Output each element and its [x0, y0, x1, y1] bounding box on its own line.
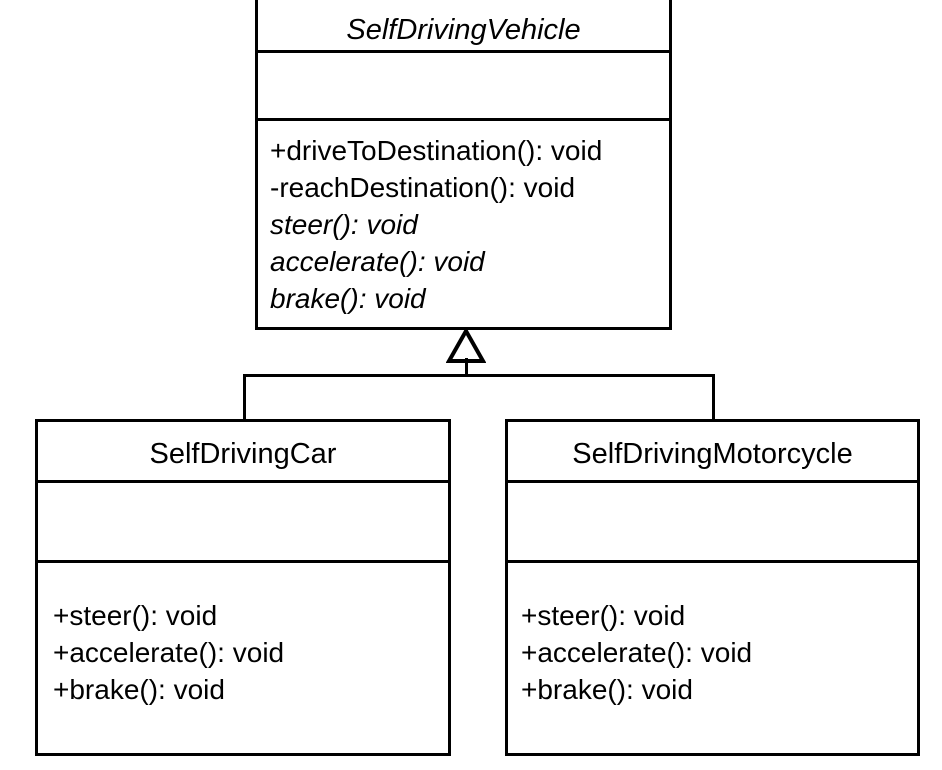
operation-list: +driveToDestination(): void -reachDestina… [270, 132, 669, 317]
attributes-compartment [258, 53, 669, 121]
class-name-compartment: SelfDrivingMotorcycle [508, 422, 917, 483]
operation-item-abstract: accelerate(): void [270, 246, 485, 277]
class-name-label: SelfDrivingMotorcycle [572, 438, 853, 470]
operation-item: +brake(): void [53, 674, 225, 705]
operations-compartment: +steer(): void +accelerate(): void +brake(… [508, 563, 917, 753]
class-box-self-driving-car[interactable]: SelfDrivingCar +steer(): void +accelerate… [35, 419, 451, 756]
operation-item: +steer(): void [521, 600, 686, 631]
operation-item: +steer(): void [53, 600, 218, 631]
operations-compartment: +steer(): void +accelerate(): void +brake(… [38, 563, 448, 753]
attributes-compartment [38, 483, 448, 563]
generalization-branch-left [243, 374, 246, 421]
operation-item-abstract: steer(): void [270, 209, 418, 240]
class-name-compartment: SelfDrivingCar [38, 422, 448, 483]
operation-item-abstract: brake(): void [270, 283, 426, 314]
attributes-compartment [508, 483, 917, 563]
operation-item: +accelerate(): void [521, 637, 753, 668]
operation-list: +steer(): void +accelerate(): void +brake(… [521, 597, 917, 708]
generalization-branch-right [712, 374, 715, 421]
generalization-stem [465, 358, 468, 377]
class-name-label: SelfDrivingVehicle [346, 14, 581, 46]
class-name-label: SelfDrivingCar [149, 438, 337, 470]
operation-list: +steer(): void +accelerate(): void +brake(… [53, 597, 448, 708]
class-box-self-driving-vehicle[interactable]: SelfDrivingVehicle +driveToDestination()… [255, 0, 672, 330]
class-name-compartment: SelfDrivingVehicle [258, 0, 669, 53]
operation-item: +brake(): void [521, 674, 693, 705]
operation-item: +accelerate(): void [53, 637, 285, 668]
operation-item: +driveToDestination(): void [270, 135, 603, 166]
class-box-self-driving-motorcycle[interactable]: SelfDrivingMotorcycle +steer(): void +acc… [505, 419, 920, 756]
operation-item: -reachDestination(): void [270, 172, 576, 203]
operations-compartment: +driveToDestination(): void -reachDestina… [258, 121, 669, 327]
generalization-bus-line [243, 374, 715, 377]
